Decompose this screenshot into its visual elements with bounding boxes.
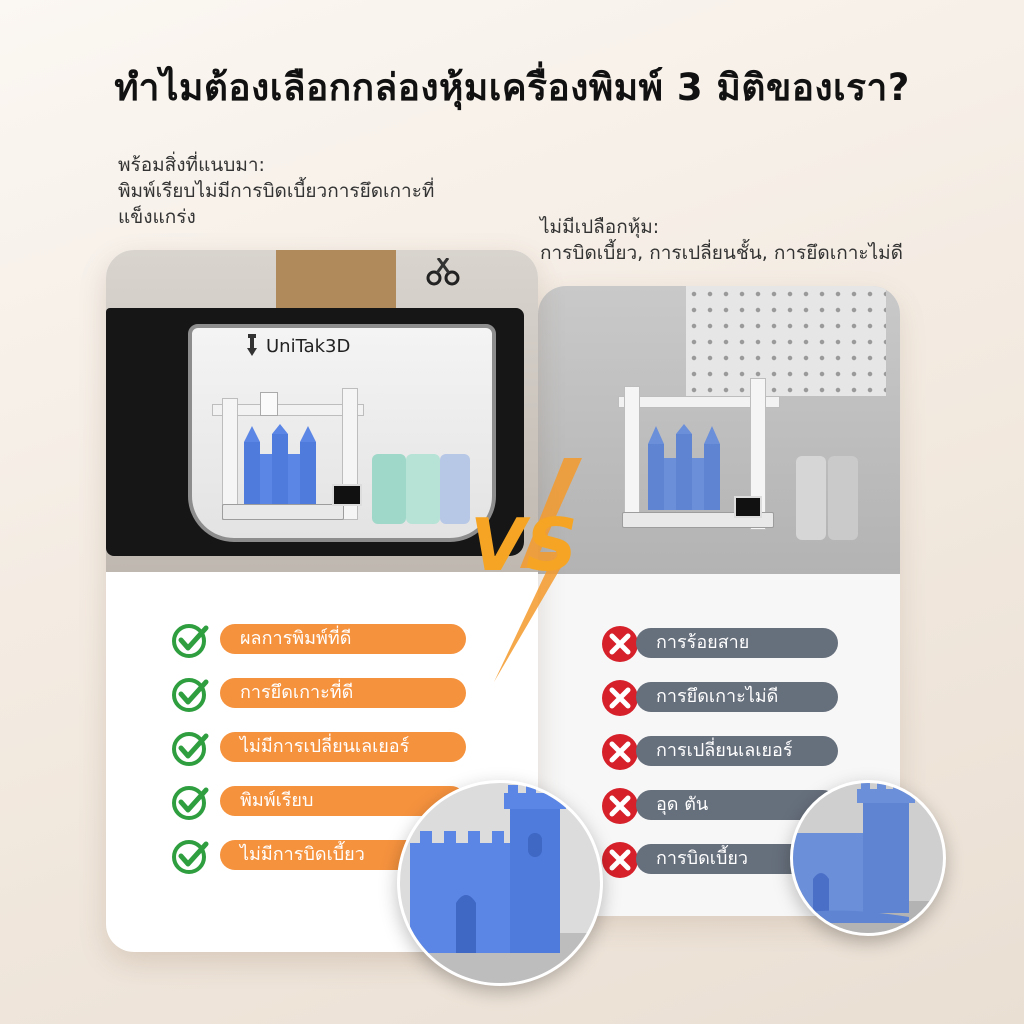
x-circle-icon — [602, 842, 638, 878]
zoom-smooth-print — [397, 780, 603, 986]
print-bed — [222, 504, 344, 520]
benefit-label: ไม่มีการเปลี่ยนเลเยอร์ — [220, 732, 466, 762]
castle-print — [244, 424, 316, 504]
check-circle-icon — [172, 732, 209, 766]
caption-right-text: ไม่มีเปลือกหุ้ม: การบิดเบี้ยว, การเปลี่ย… — [540, 216, 904, 264]
open-printer-photo — [538, 286, 900, 574]
check-circle-icon — [172, 678, 209, 712]
enclosure-photo: UniTak3D — [106, 250, 538, 572]
check-circle-icon — [172, 624, 209, 658]
problem-label: การร้อยสาย — [636, 628, 838, 658]
vs-badge: VS — [470, 458, 582, 682]
filament-spool-gray — [828, 456, 858, 540]
printer-pole — [222, 398, 238, 520]
printer-screen — [332, 484, 362, 506]
benefit-label: ผลการพิมพ์ที่ดี — [220, 624, 466, 654]
x-circle-icon — [602, 626, 638, 662]
logo-icon — [247, 334, 257, 356]
x-circle-icon — [602, 788, 638, 824]
problem-label: การยึดเกาะไม่ดี — [636, 682, 838, 712]
benefit-label: การยึดเกาะที่ดี — [220, 678, 466, 708]
pegboard — [686, 286, 886, 396]
enclosure-tent: UniTak3D — [106, 308, 524, 556]
x-circle-icon — [602, 734, 638, 770]
check-circle-icon — [172, 786, 209, 820]
caption-left-text: พร้อมสิ่งที่แนบมา: พิมพ์เรียบไม่มีการบิด… — [118, 154, 435, 228]
filament-spool-blue — [440, 454, 470, 524]
filament-spool-gray — [796, 456, 826, 540]
printer-gantry — [212, 404, 364, 416]
printer-head — [260, 392, 278, 416]
zoom-warped-print — [790, 780, 946, 936]
castle-closeup — [400, 785, 600, 983]
problem-label: การเปลี่ยนเลเยอร์ — [636, 736, 838, 766]
castle-closeup-gray — [793, 783, 943, 933]
check-circle-icon — [172, 840, 209, 874]
caption-without-enclosure: ไม่มีเปลือกหุ้ม: การบิดเบี้ยว, การเปลี่ย… — [540, 214, 940, 266]
printer-pole — [624, 386, 640, 528]
caption-with-enclosure: พร้อมสิ่งที่แนบมา: พิมพ์เรียบไม่มีการบิด… — [118, 152, 488, 230]
filament-spool-teal — [372, 454, 406, 524]
printer-gantry — [618, 396, 780, 408]
headline: ทำไมต้องเลือกกล่องหุ้มเครื่องพิมพ์ 3 มิต… — [114, 66, 910, 109]
castle-print-gray — [648, 424, 720, 510]
enclosure-window: UniTak3D — [188, 324, 496, 542]
brand-label: UniTak3D — [266, 336, 351, 357]
x-circle-icon — [602, 680, 638, 716]
printer-screen — [734, 496, 762, 518]
printer-pole — [750, 378, 766, 530]
svg-text:VS: VS — [470, 503, 578, 587]
scissors-icon — [426, 257, 460, 286]
panel-with-enclosure: UniTak3D — [106, 250, 538, 952]
filament-spool-teal — [406, 454, 440, 524]
